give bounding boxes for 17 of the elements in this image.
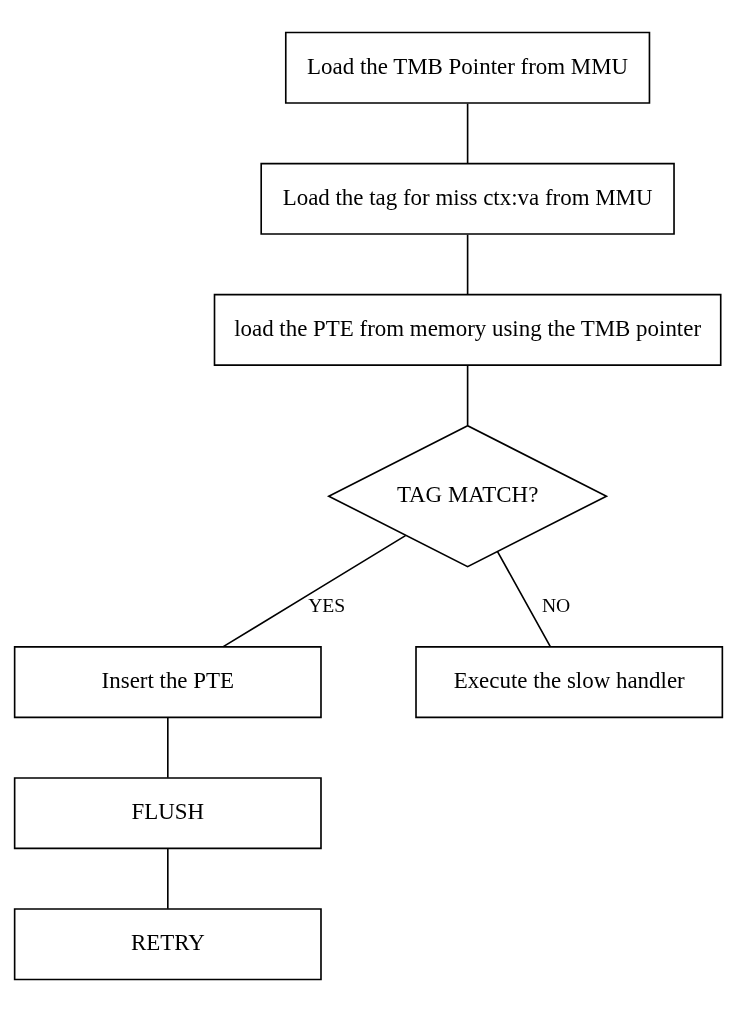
node-box: load the PTE from memory using the TMB pointer	[213, 293, 722, 366]
node-box: Load the tag for miss ctx:va from MMU	[260, 162, 675, 235]
node-box: Insert the PTE	[13, 646, 322, 719]
connector	[466, 364, 469, 426]
connector	[167, 717, 169, 779]
connector	[167, 848, 169, 910]
connector	[466, 233, 469, 296]
node-diamond: TAG MATCH?	[326, 424, 609, 568]
edge-label: YES	[308, 593, 346, 616]
connector	[496, 550, 552, 648]
node-box: Execute the slow handler	[415, 646, 724, 719]
connector	[466, 102, 469, 165]
connector	[222, 534, 407, 648]
node-box: Load the TMB Pointer from MMU	[284, 31, 651, 104]
edge-label: NO	[541, 593, 571, 616]
node-box: RETRY	[13, 908, 322, 981]
node-box: FLUSH	[13, 777, 322, 850]
